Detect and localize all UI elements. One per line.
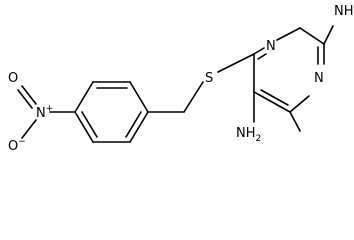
atom-label-nh2-top: NH2 xyxy=(334,4,354,22)
bond-c2-nh2 xyxy=(299,27,325,45)
bond-ar1 xyxy=(129,81,149,113)
bond-n1-c6 xyxy=(253,47,265,55)
bond-n-o-bottom xyxy=(21,119,37,139)
bond-ar6 xyxy=(129,111,149,143)
bond-s-ch2 xyxy=(183,81,204,113)
nitro-group xyxy=(17,85,37,139)
atom-label-nitro-o-top: O xyxy=(8,71,18,86)
bond-n-o-top xyxy=(21,85,37,105)
bond-c4-n3 xyxy=(289,95,310,113)
atom-label-sulfur: S xyxy=(205,71,213,86)
bond-c6-s xyxy=(217,53,255,73)
atom-label-ring-n-upper: N xyxy=(266,39,276,54)
atom-label-nitro-n: N+ xyxy=(36,104,53,121)
benzene-ring xyxy=(49,81,149,143)
bond-n-o-top-double xyxy=(17,89,33,109)
bond-c5-c4 xyxy=(253,91,291,113)
bond-c2-n1 xyxy=(276,27,301,41)
chemical-structure-diagram: NH2 N N S NH2 N+ O O− xyxy=(8,4,354,154)
bond-c5-c4-double xyxy=(260,89,289,106)
bond-n1-c6-double xyxy=(257,53,267,60)
atom-label-nh2-lower: NH2 xyxy=(236,126,261,144)
bond-ar-double-c xyxy=(125,111,142,138)
bond-ar4 xyxy=(74,111,94,143)
thioether-linker xyxy=(147,53,255,123)
pyrimidine-ring xyxy=(253,25,334,132)
atom-label-ring-n-lower: N xyxy=(314,71,324,86)
bond-c4-methyl xyxy=(289,111,301,132)
bond-ar3 xyxy=(74,81,94,113)
bond-ar-double-b xyxy=(81,111,98,138)
atom-label-nitro-o-bottom: O− xyxy=(8,137,26,154)
bond-c2-nh2-stub xyxy=(323,25,334,45)
